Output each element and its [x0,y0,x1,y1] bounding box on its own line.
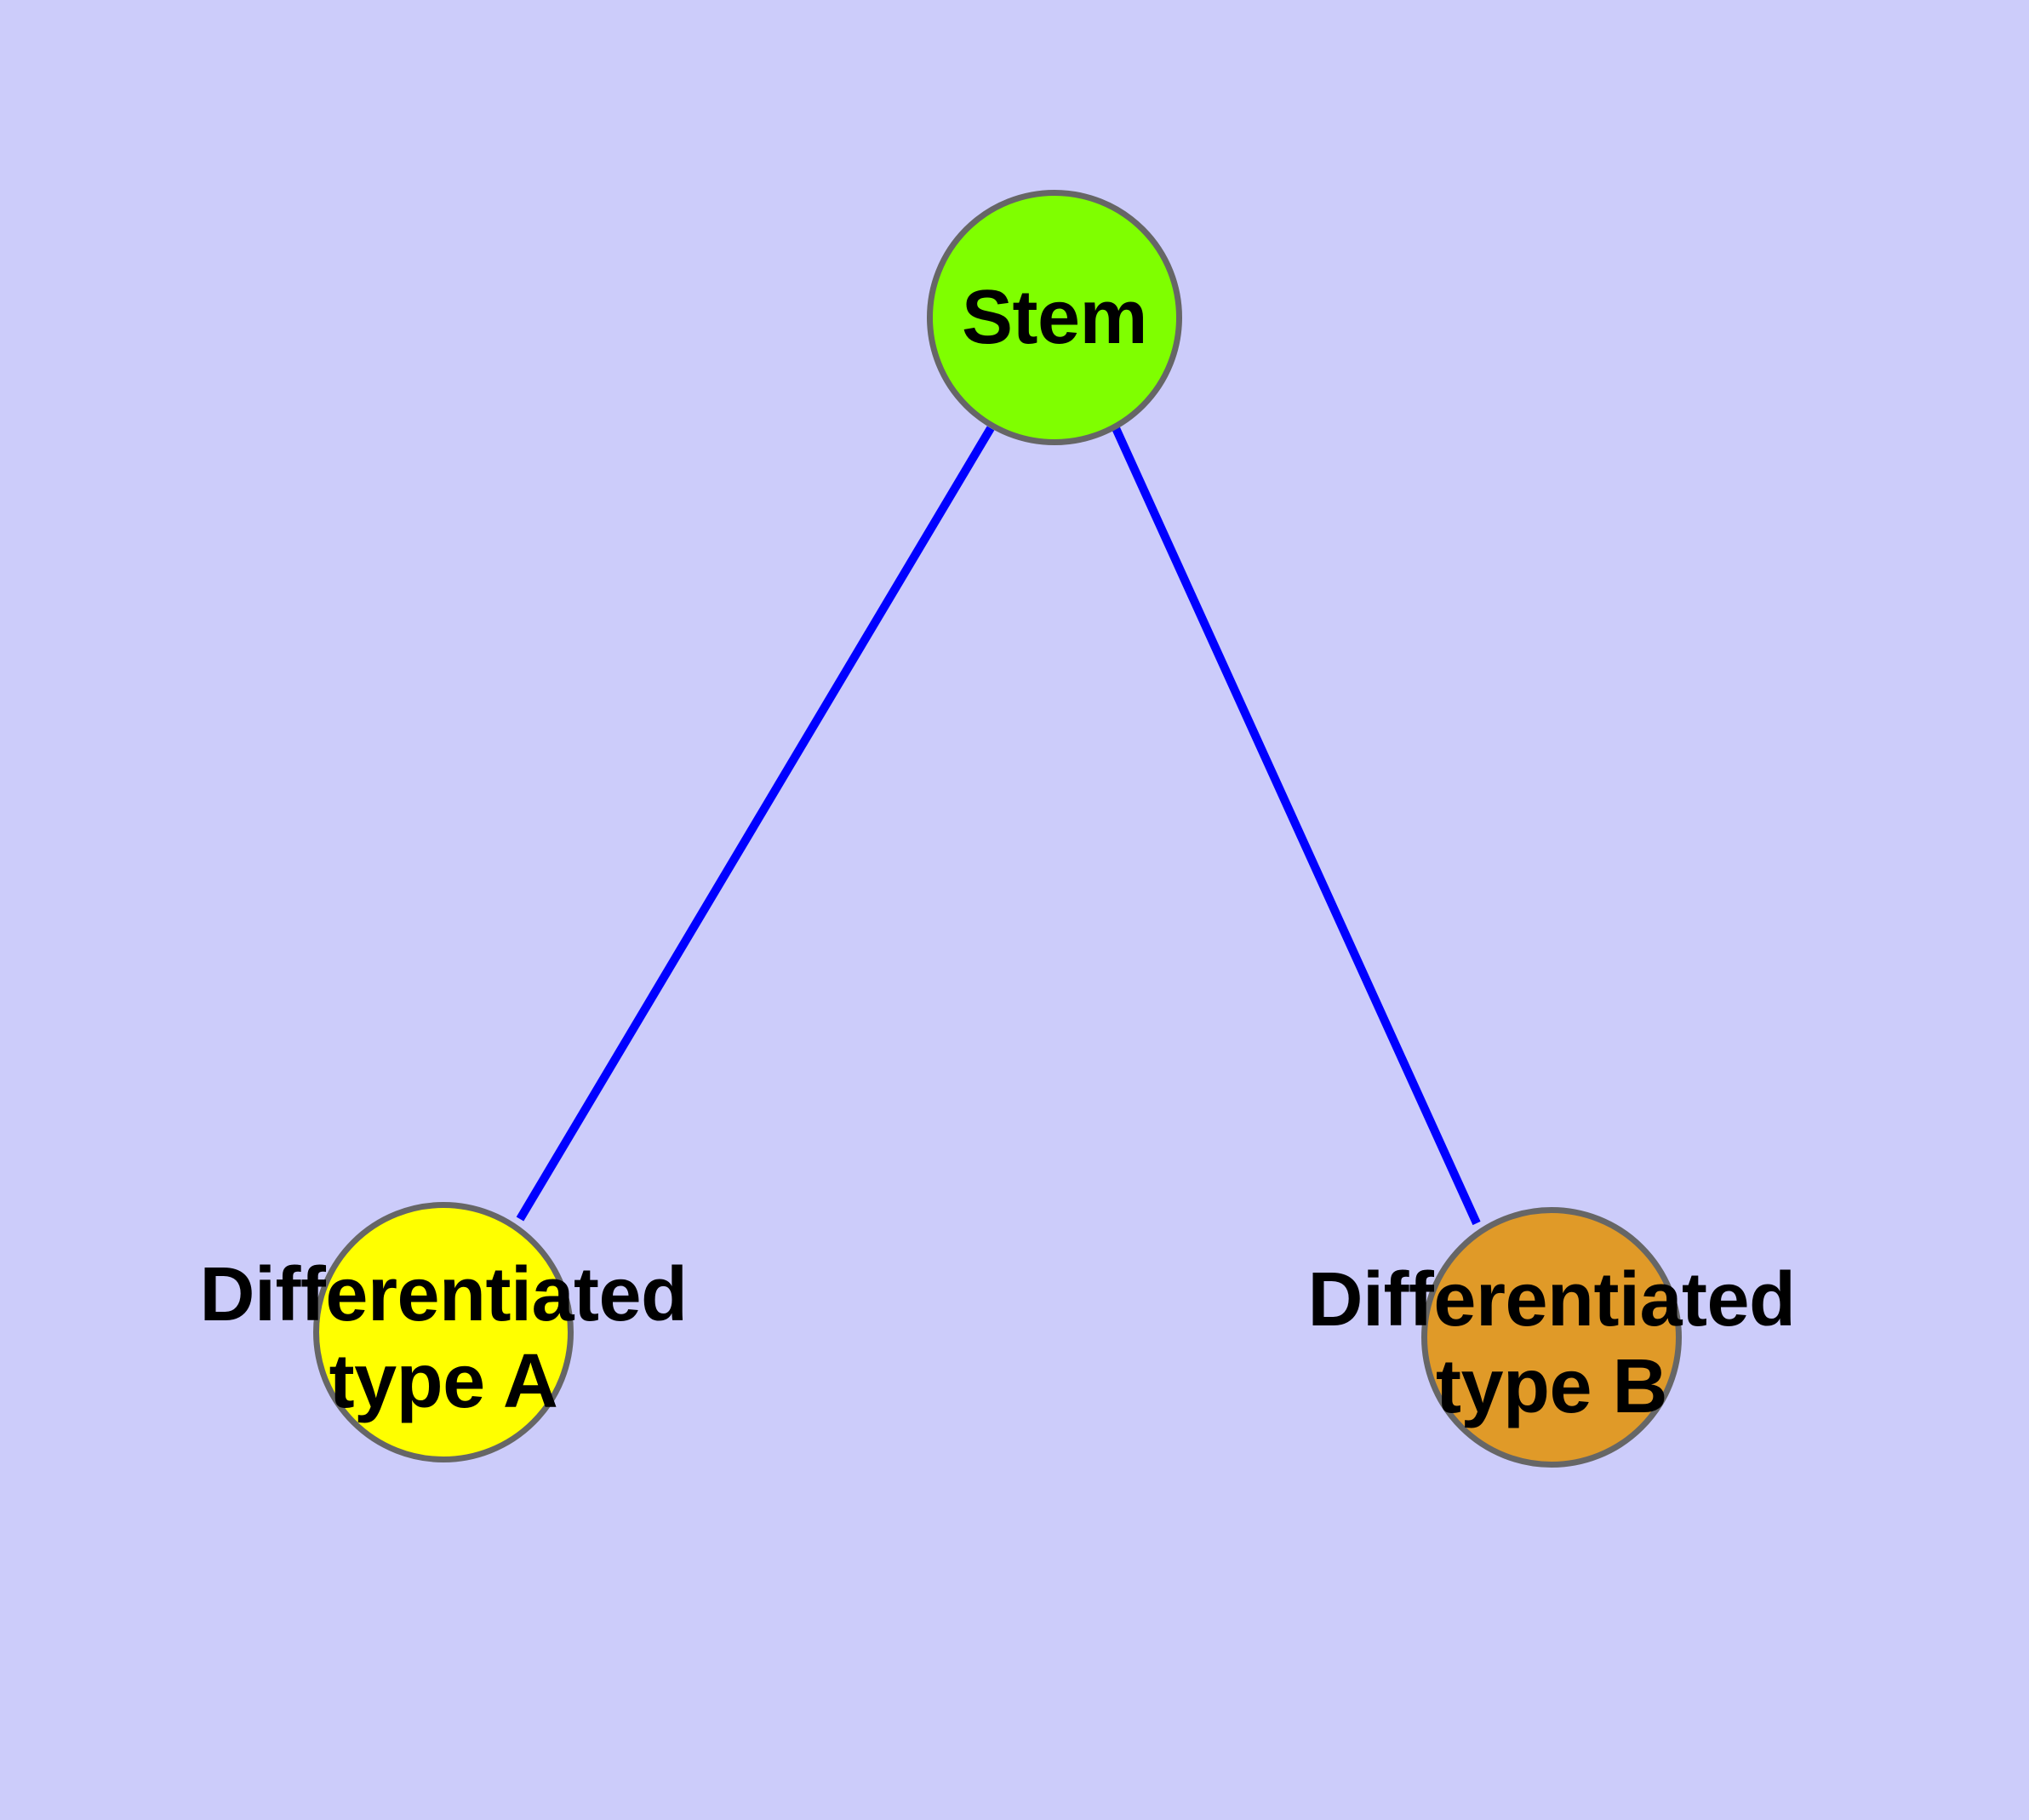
node-differentiated-type-a[interactable] [313,1202,574,1462]
edge-stem-to-type-b [1112,426,1481,1226]
edge-stem-to-type-a [516,426,995,1222]
node-stem[interactable] [927,190,1182,445]
node-differentiated-type-b[interactable] [1421,1207,1682,1468]
